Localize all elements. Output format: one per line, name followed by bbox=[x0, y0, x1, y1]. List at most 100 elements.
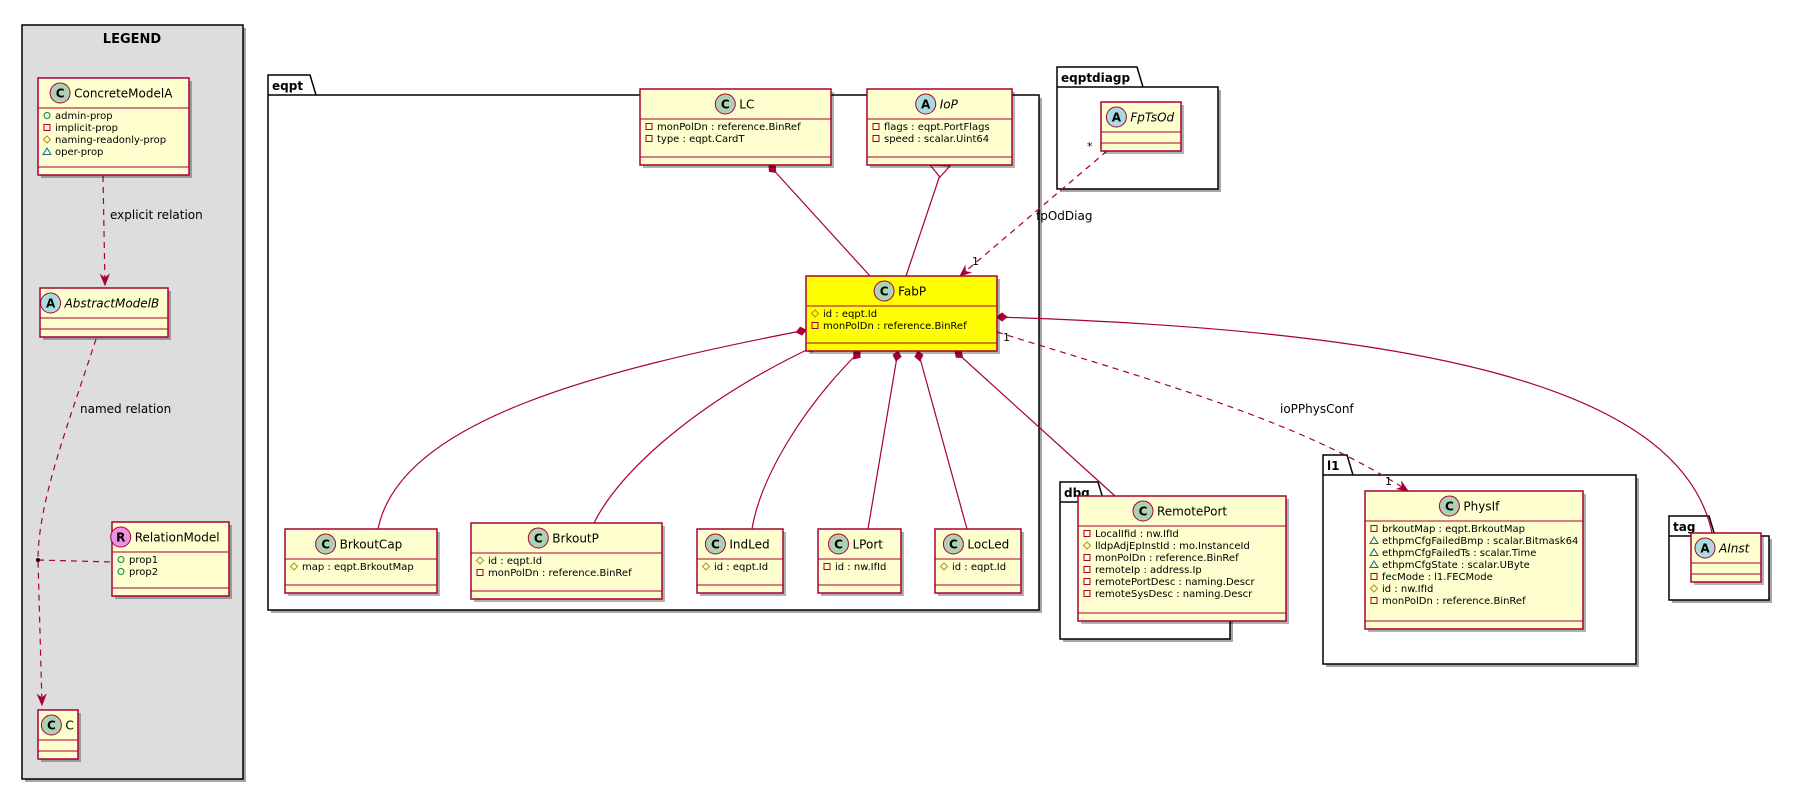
visibility-icon bbox=[1083, 590, 1091, 597]
class-name: LocLed bbox=[967, 538, 1009, 552]
class-name: FabP bbox=[898, 285, 926, 299]
edge-fabp-brkoutp bbox=[593, 345, 816, 524]
class-name: FpTsOd bbox=[1130, 111, 1174, 125]
class-attribute: admin-prop bbox=[55, 111, 113, 122]
class-attribute: remoteSysDesc : naming.Descr bbox=[1095, 589, 1253, 600]
class-attribute: ethpmCfgState : scalar.UByte bbox=[1382, 560, 1530, 571]
edge-fabp-locled bbox=[917, 350, 968, 530]
class-attribute: map : eqpt.BrkoutMap bbox=[302, 562, 414, 573]
stereotype-c-icon bbox=[40, 714, 62, 736]
composition-diamond-icon bbox=[996, 312, 1008, 322]
class-attribute: type : eqpt.CardT bbox=[657, 134, 745, 145]
visibility-icon bbox=[872, 123, 880, 130]
class-attribute: id : nw.IfId bbox=[835, 562, 886, 573]
class-attribute: naming-readonly-prop bbox=[55, 135, 166, 146]
class-ainst[interactable]: A AInst bbox=[1690, 532, 1764, 585]
visibility-icon bbox=[1369, 584, 1379, 593]
label-explicit-relation: explicit relation bbox=[110, 208, 203, 222]
visibility-icon bbox=[939, 562, 949, 571]
association-point-icon bbox=[36, 558, 40, 562]
class-attribute: oper-prop bbox=[55, 147, 103, 158]
multiplicity-fpoddiag-target: 1 bbox=[972, 255, 979, 268]
class-attribute: flags : eqpt.PortFlags bbox=[884, 122, 990, 133]
edge-fabp-ainst bbox=[996, 316, 1713, 534]
stereotype-r-icon bbox=[110, 526, 132, 548]
edge-fabp-brkoutcap bbox=[377, 329, 807, 530]
edge-iop-fabp bbox=[905, 174, 941, 277]
visibility-icon bbox=[1082, 541, 1092, 550]
class-name: C bbox=[65, 719, 73, 733]
edge-fabp-physif bbox=[996, 331, 1409, 492]
class-attribute: remoteIp : address.Ip bbox=[1095, 565, 1202, 576]
stereotype-letter: A bbox=[1700, 542, 1710, 556]
legend-association-class-line bbox=[37, 559, 113, 563]
stereotype-letter: C bbox=[534, 532, 543, 546]
stereotype-letter: C bbox=[880, 285, 889, 299]
visibility-icon bbox=[475, 556, 485, 565]
class-name: BrkoutCap bbox=[340, 538, 403, 552]
class-attribute: ethpmCfgFailedTs : scalar.Time bbox=[1382, 548, 1536, 559]
visibility-icon bbox=[823, 563, 831, 570]
visibility-icon bbox=[117, 556, 125, 563]
class-attribute: speed : scalar.Uint64 bbox=[884, 134, 989, 145]
class-name: LPort bbox=[853, 538, 884, 552]
visibility-icon bbox=[872, 135, 880, 142]
visibility-icon bbox=[43, 112, 51, 119]
visibility-icon bbox=[1369, 548, 1379, 556]
stereotype-letter: A bbox=[921, 98, 931, 112]
stereotype-c-icon bbox=[704, 533, 726, 555]
stereotype-letter: C bbox=[1445, 500, 1454, 514]
visibility-icon bbox=[810, 309, 820, 318]
visibility-icon bbox=[1083, 530, 1091, 537]
edge-fabp-remoteport bbox=[954, 350, 1116, 497]
stereotype-c-icon bbox=[1438, 495, 1460, 517]
class-name: IndLed bbox=[729, 538, 769, 552]
stereotype-letter: A bbox=[1112, 111, 1122, 125]
class-attribute: implicit-prop bbox=[55, 123, 118, 134]
visibility-icon bbox=[811, 322, 819, 329]
class-attribute: lldpAdjEpInstId : mo.InstanceId bbox=[1095, 541, 1250, 552]
stereotype-a-icon bbox=[915, 93, 937, 115]
visibility-icon bbox=[1369, 560, 1379, 568]
composition-diamond-icon bbox=[892, 350, 902, 362]
multiplicity-fpoddiag-source: * bbox=[1087, 140, 1093, 153]
class-attribute: id : eqpt.Id bbox=[952, 562, 1006, 573]
visibility-icon bbox=[701, 562, 711, 571]
class-attribute: monPolDn : reference.BinRef bbox=[823, 321, 967, 332]
class-attribute: ethpmCfgFailedBmp : scalar.Bitmask64 bbox=[1382, 536, 1578, 547]
visibility-icon bbox=[1370, 573, 1378, 580]
visibility-icon bbox=[289, 562, 299, 571]
label-iopphysconf: ioPPhysConf bbox=[1280, 402, 1354, 416]
stereotype-letter: C bbox=[721, 98, 730, 112]
visibility-icon bbox=[1083, 578, 1091, 585]
class-attribute: LocalIfid : nw.IfId bbox=[1095, 529, 1179, 540]
package-title-eqptdiagp: eqptdiagp bbox=[1061, 71, 1130, 85]
class-attribute: monPolDn : reference.BinRef bbox=[1095, 553, 1239, 564]
visibility-icon bbox=[42, 147, 52, 155]
visibility-icon bbox=[42, 135, 52, 144]
class-fp-ts-od[interactable]: A FpTsOd bbox=[1100, 101, 1184, 154]
class-name: RelationModel bbox=[135, 531, 220, 545]
stereotype-letter: C bbox=[834, 538, 843, 552]
arrow-head-icon bbox=[36, 693, 47, 707]
class-lport[interactable]: C LPort id : nw.IfId bbox=[817, 528, 904, 596]
package-title-eqpt: eqpt bbox=[272, 79, 303, 93]
visibility-icon bbox=[1083, 554, 1091, 561]
package-eqpt: eqpt bbox=[267, 74, 1042, 613]
stereotype-a-icon bbox=[1105, 106, 1127, 128]
class-name: AInst bbox=[1718, 542, 1751, 556]
